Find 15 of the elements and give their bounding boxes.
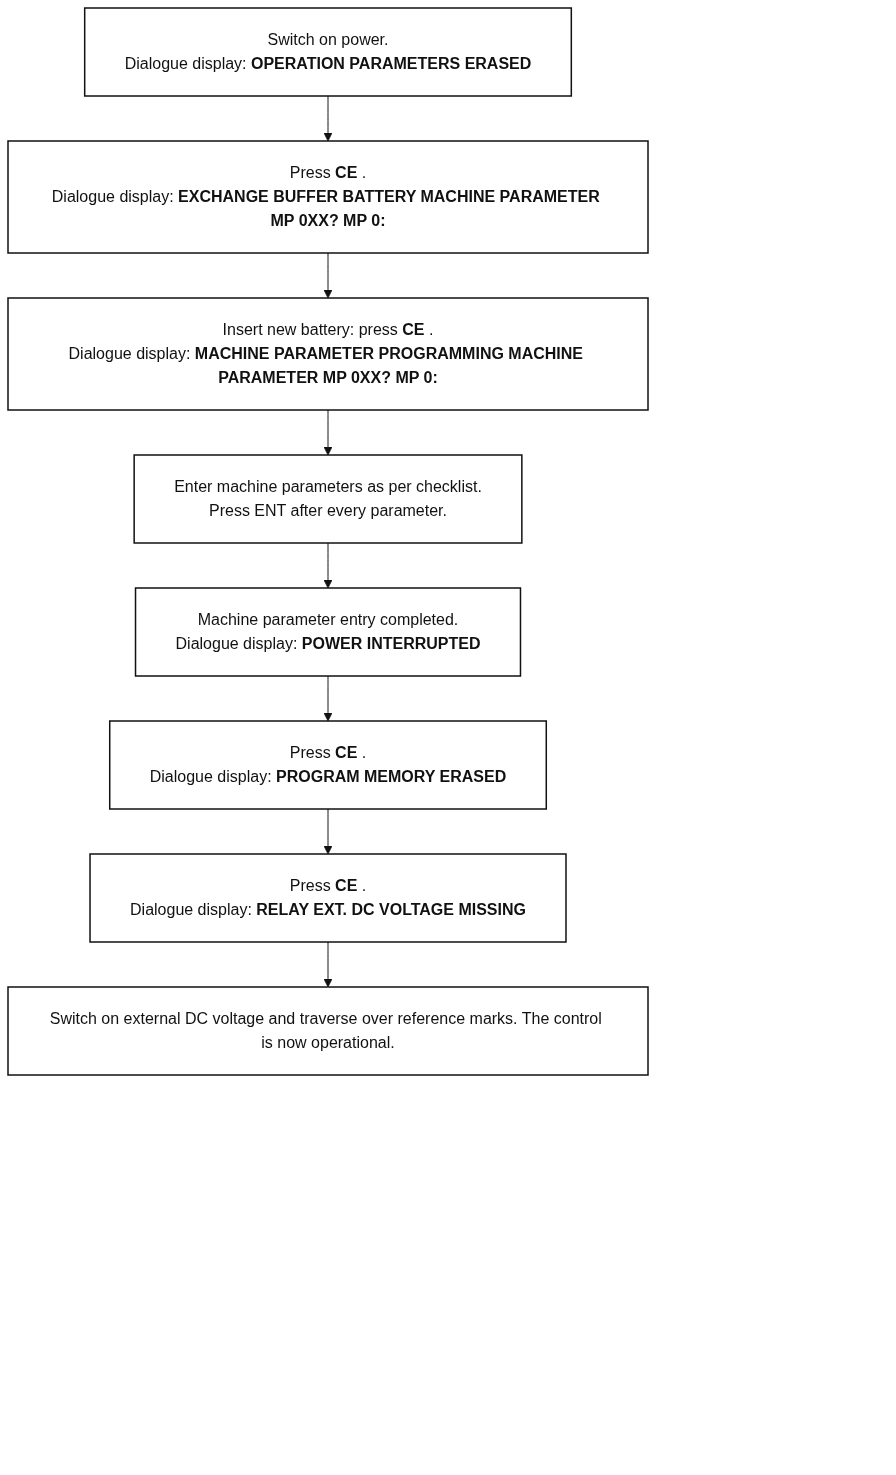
arrow xyxy=(323,409,333,456)
arrow xyxy=(323,95,333,142)
node-box: Switch on power. Dialogue display: OPERATION PARAMETERS ERASED xyxy=(83,7,573,97)
node-box: Switch on external DC voltage and traverse over reference marks. The control is now operational. xyxy=(7,986,649,1076)
node-box: Press CE . Dialogue display: RELAY EXT. DC VOLTAGE MISSING xyxy=(89,853,567,943)
arrow xyxy=(323,542,333,589)
node-box: Insert new battery: press CE . Dialogue display: MACHINE PARAMETER PROGRAMMING MACHINE PARAMETER MP 0XX? MP 0: xyxy=(7,297,649,411)
arrow xyxy=(323,675,333,722)
node-box: Machine parameter entry completed. Dialogue display: POWER INTERRUPTED xyxy=(134,587,522,677)
node-box: Press CE . Dialogue display: EXCHANGE BUFFER BATTERY MACHINE PARAMETER MP 0XX? MP 0: xyxy=(7,140,649,254)
arrow xyxy=(323,252,333,299)
arrow xyxy=(323,808,333,855)
arrow xyxy=(323,941,333,988)
node-box: Enter machine parameters as per checklist. Press ENT after every parameter. xyxy=(133,454,523,544)
node-box: Press CE . Dialogue display: PROGRAM MEMORY ERASED xyxy=(109,720,547,810)
